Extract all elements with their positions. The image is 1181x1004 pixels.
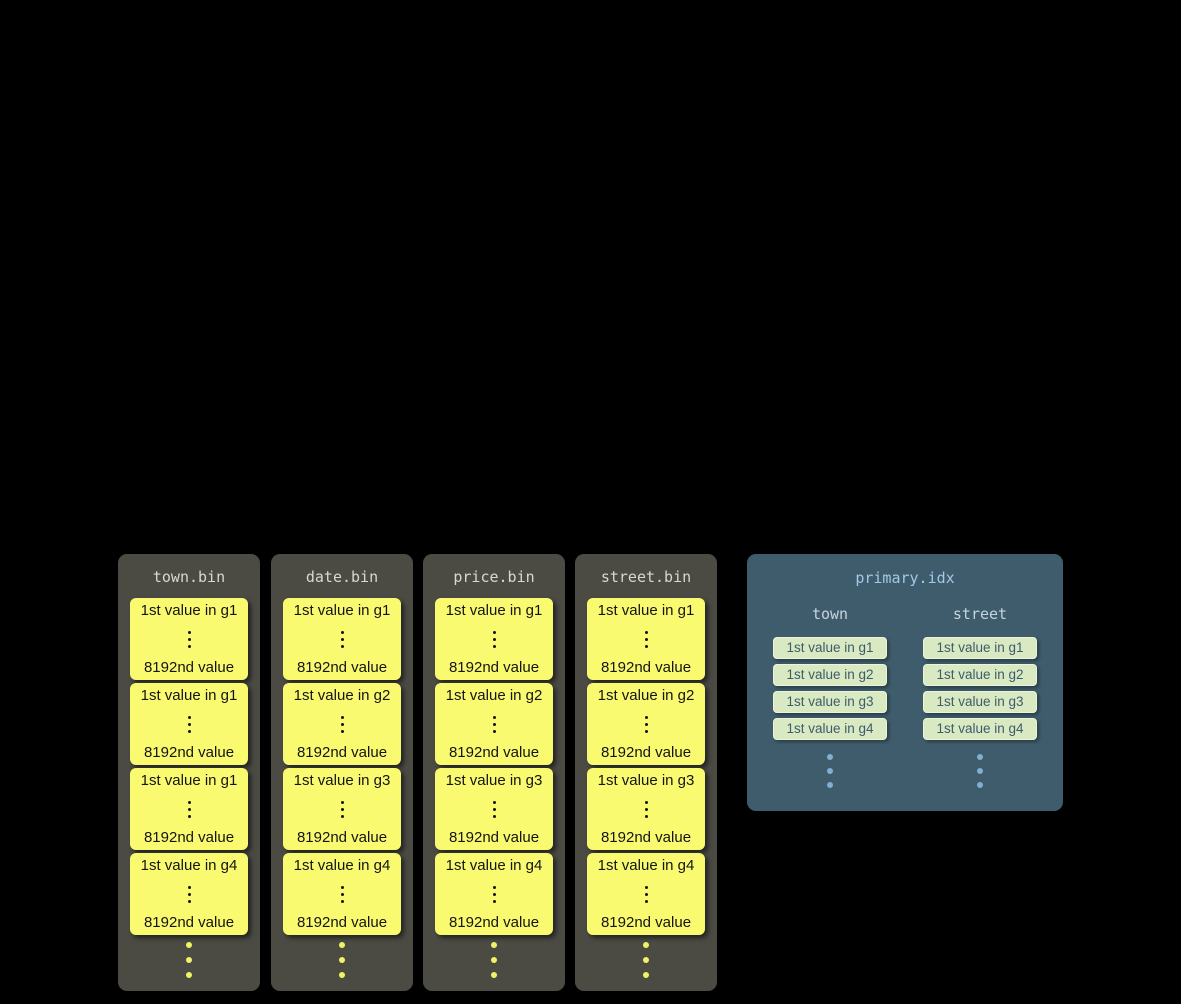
primary-index-panel: primary.idx town 1st value in g1 1st val…	[747, 554, 1063, 811]
index-entry: 1st value in g1	[773, 637, 887, 659]
granule-block: 1st value in g2 8192nd value	[435, 683, 553, 765]
granule-first-value: 1st value in g3	[293, 772, 391, 789]
granule-block: 1st value in g4 8192nd value	[435, 853, 553, 935]
granule-first-value: 1st value in g3	[445, 772, 543, 789]
more-granules-ellipsis-icon	[271, 942, 413, 978]
vertical-ellipsis-icon	[187, 800, 191, 818]
index-entry: 1st value in g1	[923, 637, 1037, 659]
granule-first-value: 1st value in g1	[445, 602, 543, 619]
granule-block: 1st value in g1 8192nd value	[130, 768, 248, 850]
granule-block: 1st value in g4 8192nd value	[283, 853, 401, 935]
granule-last-value: 8192nd value	[448, 743, 540, 761]
granule-last-value: 8192nd value	[143, 913, 235, 931]
granule-first-value: 1st value in g3	[597, 772, 695, 789]
more-entries-ellipsis-icon	[977, 754, 983, 788]
primary-index-title: primary.idx	[855, 569, 955, 587]
bin-file-title: street.bin	[600, 568, 692, 586]
granule-last-value: 8192nd value	[600, 913, 692, 931]
granule-last-value: 8192nd value	[296, 828, 388, 846]
vertical-ellipsis-icon	[644, 800, 648, 818]
granule-first-value: 1st value in g2	[597, 687, 695, 704]
granule-block: 1st value in g1 8192nd value	[587, 598, 705, 680]
vertical-ellipsis-icon	[187, 885, 191, 903]
vertical-ellipsis-icon	[187, 715, 191, 733]
vertical-ellipsis-icon	[644, 715, 648, 733]
vertical-ellipsis-icon	[644, 885, 648, 903]
granule-last-value: 8192nd value	[448, 658, 540, 676]
bin-file-panel-date: date.bin 1st value in g1 8192nd value 1s…	[271, 554, 413, 991]
granule-block: 1st value in g3 8192nd value	[283, 768, 401, 850]
granule-last-value: 8192nd value	[600, 658, 692, 676]
granule-last-value: 8192nd value	[600, 743, 692, 761]
granule-last-value: 8192nd value	[296, 658, 388, 676]
index-column-street: street 1st value in g1 1st value in g2 1…	[923, 605, 1037, 788]
granule-last-value: 8192nd value	[143, 828, 235, 846]
more-granules-ellipsis-icon	[118, 942, 260, 978]
more-granules-ellipsis-icon	[575, 942, 717, 978]
granule-block: 1st value in g4 8192nd value	[130, 853, 248, 935]
index-column-town: town 1st value in g1 1st value in g2 1st…	[773, 605, 887, 788]
granule-first-value: 1st value in g1	[293, 602, 391, 619]
granule-first-value: 1st value in g1	[140, 602, 238, 619]
index-entry: 1st value in g2	[773, 664, 887, 686]
vertical-ellipsis-icon	[492, 800, 496, 818]
granule-first-value: 1st value in g4	[293, 857, 391, 874]
index-column-header: street	[952, 605, 1008, 623]
granule-first-value: 1st value in g2	[293, 687, 391, 704]
granule-last-value: 8192nd value	[143, 743, 235, 761]
granule-last-value: 8192nd value	[143, 658, 235, 676]
vertical-ellipsis-icon	[187, 630, 191, 648]
granule-block: 1st value in g1 8192nd value	[130, 683, 248, 765]
vertical-ellipsis-icon	[340, 715, 344, 733]
granule-block: 1st value in g3 8192nd value	[435, 768, 553, 850]
index-entry: 1st value in g4	[923, 718, 1037, 740]
vertical-ellipsis-icon	[492, 885, 496, 903]
granule-block: 1st value in g4 8192nd value	[587, 853, 705, 935]
index-columns: town 1st value in g1 1st value in g2 1st…	[747, 605, 1063, 788]
index-entry: 1st value in g2	[923, 664, 1037, 686]
index-entry: 1st value in g3	[923, 691, 1037, 713]
bin-file-title: town.bin	[152, 568, 226, 586]
granule-first-value: 1st value in g4	[445, 857, 543, 874]
bin-file-panel-street: street.bin 1st value in g1 8192nd value …	[575, 554, 717, 991]
granule-first-value: 1st value in g4	[597, 857, 695, 874]
index-entry: 1st value in g3	[773, 691, 887, 713]
vertical-ellipsis-icon	[644, 630, 648, 648]
granule-last-value: 8192nd value	[600, 828, 692, 846]
bin-file-panel-town: town.bin 1st value in g1 8192nd value 1s…	[118, 554, 260, 991]
bin-file-title: date.bin	[305, 568, 379, 586]
more-granules-ellipsis-icon	[423, 942, 565, 978]
granule-first-value: 1st value in g1	[140, 687, 238, 704]
granule-first-value: 1st value in g4	[140, 857, 238, 874]
granule-last-value: 8192nd value	[296, 913, 388, 931]
vertical-ellipsis-icon	[340, 630, 344, 648]
granule-block: 1st value in g1 8192nd value	[283, 598, 401, 680]
granule-first-value: 1st value in g2	[445, 687, 543, 704]
vertical-ellipsis-icon	[492, 630, 496, 648]
granule-first-value: 1st value in g1	[140, 772, 238, 789]
more-entries-ellipsis-icon	[827, 754, 833, 788]
granule-last-value: 8192nd value	[448, 828, 540, 846]
granule-block: 1st value in g2 8192nd value	[283, 683, 401, 765]
granule-block: 1st value in g3 8192nd value	[587, 768, 705, 850]
vertical-ellipsis-icon	[340, 800, 344, 818]
granule-block: 1st value in g1 8192nd value	[435, 598, 553, 680]
bin-file-panel-price: price.bin 1st value in g1 8192nd value 1…	[423, 554, 565, 991]
granule-last-value: 8192nd value	[296, 743, 388, 761]
granule-last-value: 8192nd value	[448, 913, 540, 931]
vertical-ellipsis-icon	[492, 715, 496, 733]
granule-block: 1st value in g1 8192nd value	[130, 598, 248, 680]
index-column-header: town	[811, 605, 849, 623]
granule-first-value: 1st value in g1	[597, 602, 695, 619]
vertical-ellipsis-icon	[340, 885, 344, 903]
granule-block: 1st value in g2 8192nd value	[587, 683, 705, 765]
bin-file-title: price.bin	[453, 568, 535, 586]
index-entry: 1st value in g4	[773, 718, 887, 740]
